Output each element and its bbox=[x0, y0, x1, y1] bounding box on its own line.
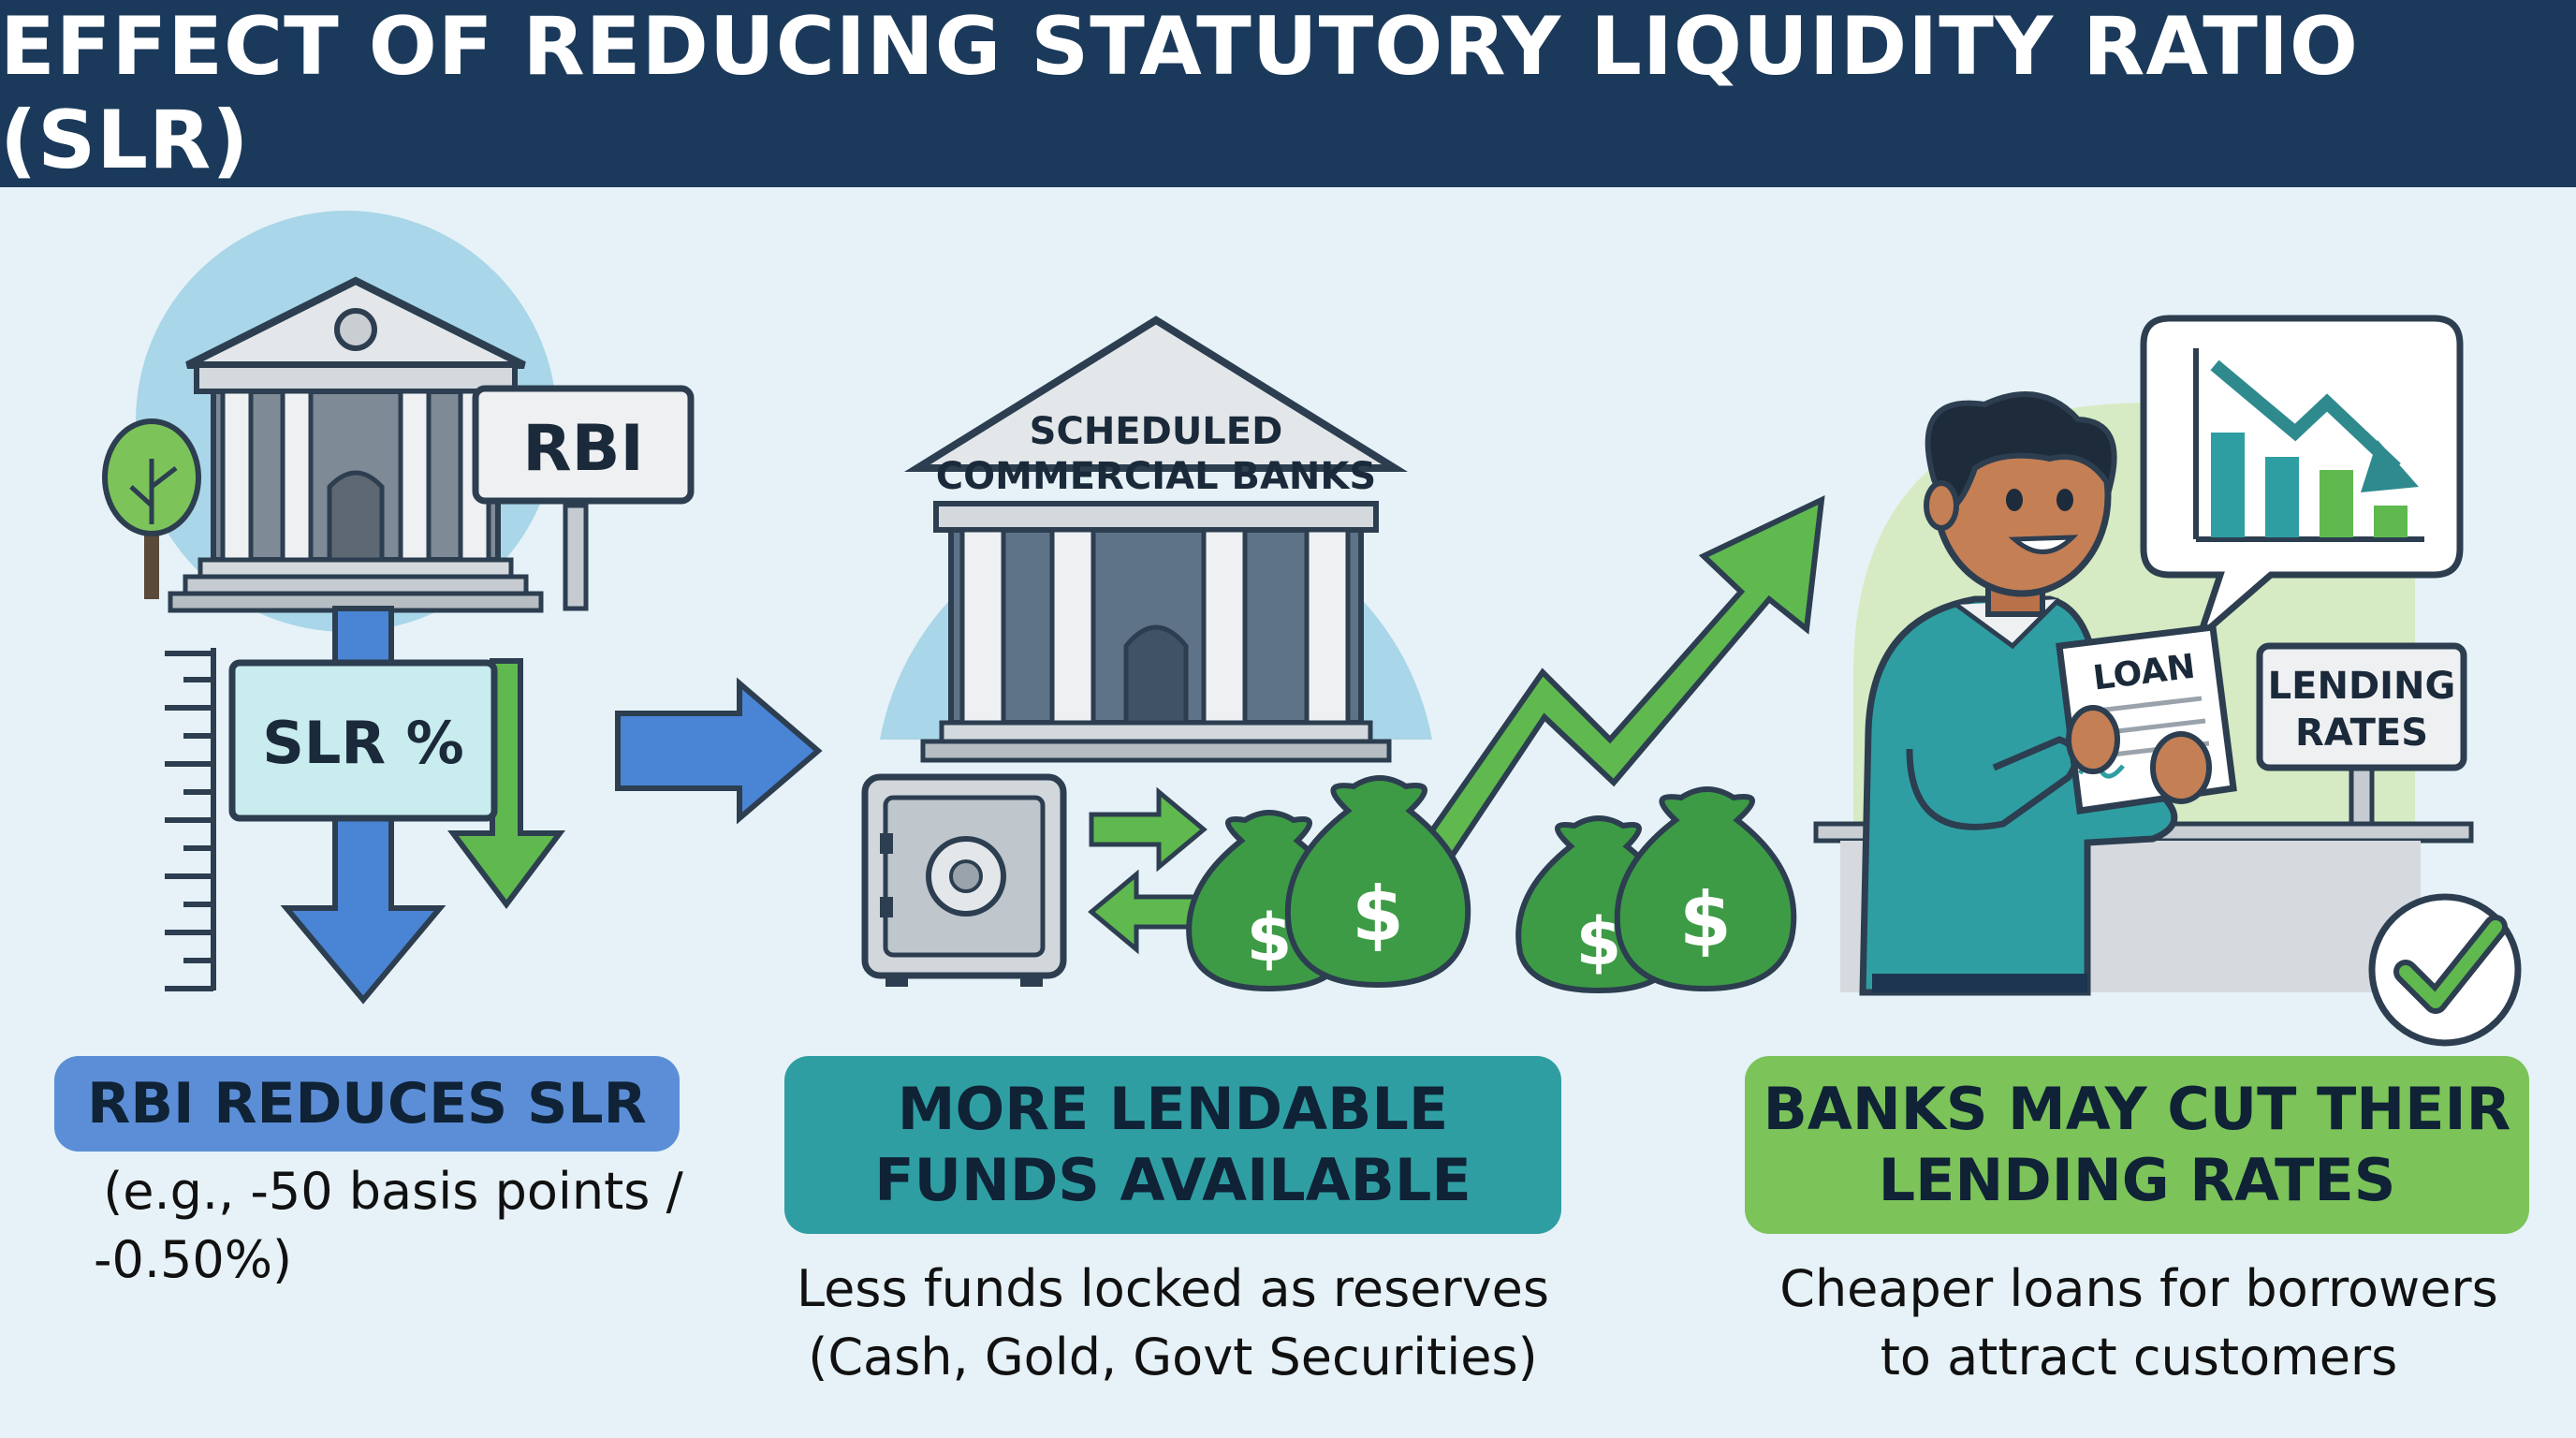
pill-lending-line2: LENDING RATES bbox=[1878, 1146, 2396, 1214]
bar-chart-down-icon bbox=[2140, 315, 2464, 648]
money-symbol: $ bbox=[1352, 871, 1404, 958]
ruler-scale bbox=[165, 648, 216, 991]
panel-rbi-illustration: RBI SLR % bbox=[102, 211, 823, 1005]
rbi-caption: (e.g., -50 basis points / -0.50%) bbox=[56, 1157, 730, 1295]
banks-caption-line2: (Cash, Gold, Govt Securities) bbox=[808, 1328, 1538, 1387]
pill-lending-line1: BANKS MAY CUT THEIR bbox=[1763, 1075, 2511, 1144]
bank-building-icon bbox=[168, 276, 544, 613]
money-symbol: $ bbox=[1679, 876, 1732, 963]
more-lendable-funds-label: MORE LENDABLE FUNDS AVAILABLE bbox=[784, 1056, 1561, 1234]
down-arrow-icon bbox=[447, 658, 565, 909]
money-bag-icon: $ bbox=[1614, 786, 1797, 992]
pill-banks-line1: MORE LENDABLE bbox=[897, 1075, 1449, 1144]
banks-caption-line1: Less funds locked as reserves bbox=[796, 1259, 1550, 1318]
banks-caption: Less funds locked as reserves (Cash, Gol… bbox=[730, 1255, 1616, 1392]
right-arrow-icon bbox=[1089, 786, 1208, 873]
banks-cut-rates-label: BANKS MAY CUT THEIR LENDING RATES bbox=[1745, 1056, 2529, 1234]
lending-caption: Cheaper loans for borrowers to attract c… bbox=[1704, 1255, 2574, 1392]
page-title: EFFECT OF REDUCING STATUTORY LIQUIDITY R… bbox=[0, 0, 2359, 187]
rbi-sign-label: RBI bbox=[522, 412, 644, 486]
pill-banks-line2: FUNDS AVAILABLE bbox=[874, 1146, 1471, 1214]
pill-rbi-text: RBI REDUCES SLR bbox=[87, 1071, 647, 1137]
lending-rates-sign: LENDING RATES bbox=[2256, 642, 2467, 771]
panel-banks-illustration: SCHEDULED COMMERCIAL BANKS bbox=[861, 315, 1825, 994]
rbi-reduces-slr-label: RBI REDUCES SLR bbox=[54, 1056, 680, 1152]
slr-percent-box: SLR % bbox=[228, 659, 498, 822]
lending-caption-line1: Cheaper loans for borrowers bbox=[1779, 1259, 2498, 1318]
illustration-canvas: RBI SLR % SCHEDULED COMMERC bbox=[102, 211, 2522, 1047]
slr-percent-label: SLR % bbox=[262, 709, 464, 777]
title-banner: EFFECT OF REDUCING STATUTORY LIQUIDITY R… bbox=[0, 0, 2576, 187]
bank-building-icon: SCHEDULED COMMERCIAL BANKS bbox=[903, 315, 1409, 763]
loan-document-icon: LOAN bbox=[2056, 624, 2237, 814]
rbi-sign: RBI bbox=[472, 385, 695, 611]
rbi-caption-line1: (e.g., -50 basis points / bbox=[103, 1162, 683, 1221]
tree-icon bbox=[102, 418, 201, 599]
rbi-caption-line2: -0.50%) bbox=[94, 1230, 293, 1290]
panel-lending-illustration: LENDING RATES LOAN bbox=[1813, 315, 2522, 1047]
money-bag-icon: $ bbox=[1284, 775, 1471, 989]
safe-vault-icon bbox=[861, 773, 1067, 987]
bank-label-line1: SCHEDULED bbox=[1030, 410, 1283, 453]
right-arrow-icon bbox=[615, 677, 823, 825]
money-symbol: $ bbox=[1576, 903, 1622, 980]
bank-label-line2: COMMERCIAL BANKS bbox=[936, 455, 1376, 498]
lending-sign-line1: LENDING bbox=[2268, 665, 2456, 708]
lending-caption-line2: to attract customers bbox=[1880, 1328, 2398, 1387]
lending-sign-line2: RATES bbox=[2295, 712, 2428, 755]
money-symbol: $ bbox=[1247, 900, 1293, 976]
left-arrow-icon bbox=[1088, 869, 1203, 955]
check-mark-icon bbox=[2368, 893, 2522, 1047]
